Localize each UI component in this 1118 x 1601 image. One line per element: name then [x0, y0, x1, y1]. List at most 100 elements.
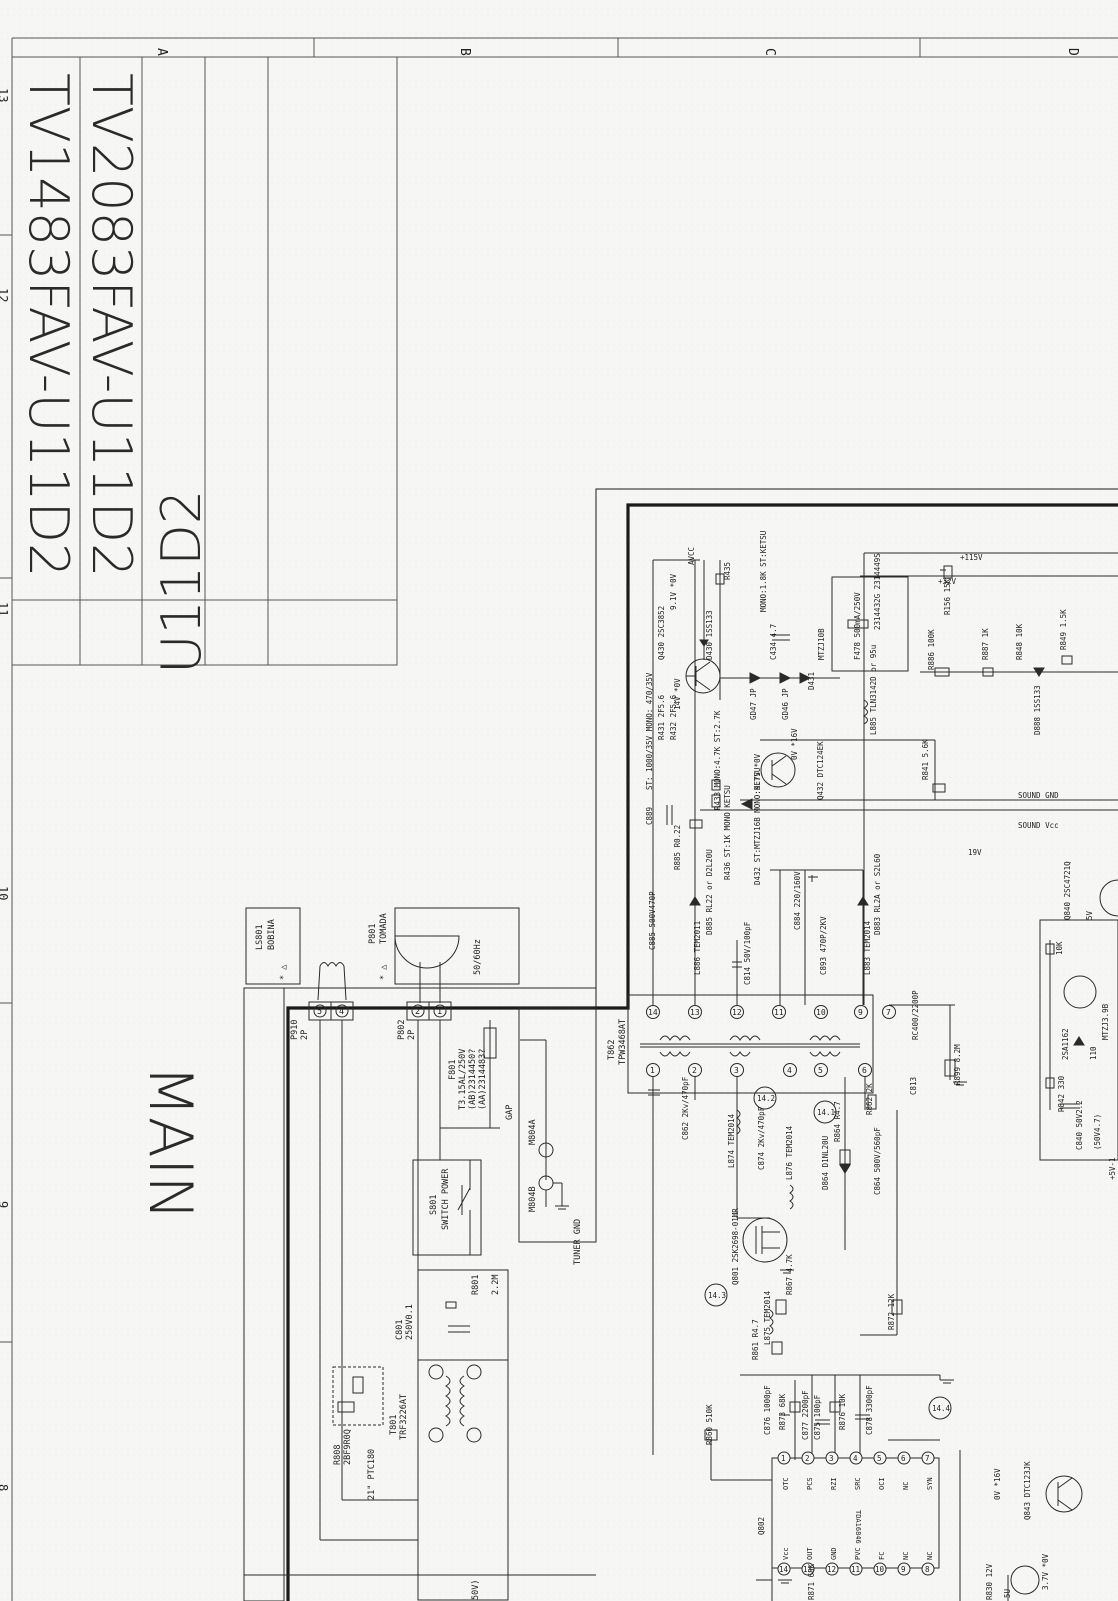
r887-label: R887 1K — [981, 628, 990, 660]
d883-label: D883 RL2A or S2L60 — [873, 853, 882, 935]
p801-mark: * △ — [379, 964, 389, 980]
ic-pin-2: 2 — [805, 1454, 810, 1463]
tuner-gnd-label: TUNER GND — [573, 1219, 583, 1265]
r801-value: 2.2M — [491, 1275, 501, 1295]
f801-alt2: (AA)2314483? — [478, 1049, 488, 1110]
row-13: 13 — [0, 88, 10, 102]
r432-label: R432 2F5.6 — [669, 694, 678, 740]
rc400-label: RC400/2200P — [911, 990, 920, 1040]
ic-pin-14: 14 — [779, 1565, 789, 1574]
q432-v: 0V *16V — [790, 728, 799, 760]
r808-part: 2BF9R0Q — [343, 1429, 353, 1465]
plus115-label: +115V — [960, 553, 983, 562]
section-title: MAIN — [135, 1065, 205, 1220]
v5-label: 5V — [1085, 910, 1094, 920]
r808-ref: R808 — [333, 1445, 343, 1465]
tp144-label: 14.4 — [932, 1404, 951, 1413]
primary-circuit — [243, 907, 597, 1601]
row-11: 11 — [0, 602, 10, 616]
r862-label: R862 2K — [865, 1083, 874, 1115]
r435-val: MONO:1.8K ST:KETSU — [759, 531, 768, 612]
q432-v2: 9.7V *0V — [753, 753, 762, 790]
t801-ref: T801 — [389, 1415, 399, 1435]
row-9: 9 — [0, 1201, 10, 1208]
ic-pin-13: 13 — [803, 1565, 812, 1574]
r876-label: R876 10K — [838, 1393, 847, 1430]
t862-pin-13: 13 — [690, 1008, 700, 1017]
ic-name-otc: OTC — [782, 1477, 790, 1490]
r849-label: R849 1.5K — [1059, 609, 1068, 650]
c864-label: C864 500V/560pF — [873, 1127, 882, 1195]
r842-label: R842 330 — [1057, 1075, 1066, 1112]
c434-label: C434 4.7 — [769, 624, 778, 660]
r431-label: R431 2F5.6 — [657, 694, 666, 740]
t862-pin-4: 4 — [787, 1066, 792, 1075]
r873-label: R873 68K — [778, 1393, 787, 1430]
r435-label: R435 — [723, 562, 732, 580]
t862-pin-11: 11 — [774, 1008, 784, 1017]
p910-ref: P910 — [290, 1020, 300, 1040]
l885-label: L885 TLN3142D or 95u — [869, 645, 878, 735]
f478-label: F478 500mA/250V — [853, 592, 862, 660]
p801-name: TOMADA — [379, 913, 389, 944]
t862-pin-10: 10 — [816, 1008, 826, 1017]
ic-pin-10: 10 — [875, 1565, 885, 1574]
zone-a: A — [154, 48, 169, 56]
c801-ref: C801 — [395, 1320, 405, 1340]
c878-label: C878 3300pF — [865, 1385, 874, 1435]
gd46-label: GD46 JP — [781, 688, 790, 720]
zone-b: B — [457, 48, 472, 56]
ic-pin-1: 1 — [781, 1454, 786, 1463]
ic-name-nc-b2: NC — [926, 1552, 934, 1560]
ic-pin-names: OTC PCS RZI SRC OCI NC SYN Vcc OUT GND P… — [782, 1477, 934, 1560]
row-10: 10 — [0, 886, 10, 900]
t862-transformer — [627, 994, 874, 1094]
c885-label: C885 500V470P — [648, 891, 657, 950]
c889-val: ST: 1000/35V MONO: 470/35V — [645, 672, 654, 790]
r801-ref: R801 — [471, 1275, 481, 1295]
tp142-label: 14.2 — [757, 1094, 775, 1103]
d888-label: D888 1SS133 — [1033, 685, 1042, 735]
mtz39-label: MTZJ3.9B — [1101, 1003, 1110, 1040]
c840-label: C840 50V2.2 — [1075, 1100, 1084, 1150]
c801-value: 250V0.1 — [405, 1304, 415, 1340]
d885-label: D885 RL22 or D2L20U — [705, 849, 714, 935]
ic-pin-7: 7 — [925, 1454, 930, 1463]
ic-part: TDA16846 — [854, 1510, 862, 1544]
switching-wiring — [648, 1077, 952, 1455]
ic-pins: 1 2 3 4 5 6 7 14 13 12 11 10 9 8 — [777, 1451, 935, 1576]
v19-label: 19V — [968, 848, 982, 857]
c884-label: C884 220/160V — [793, 871, 802, 930]
t862-bottom-pins: 1 2 3 4 5 6 — [646, 1063, 872, 1077]
q430-label: Q430 2SC3852 — [657, 606, 666, 660]
c889-ref: C889 — [645, 807, 654, 825]
r871-label: R871 68K — [807, 1563, 816, 1600]
c875-label: C875 100pF — [813, 1394, 822, 1440]
mains-freq: 50/60Hz — [473, 939, 483, 975]
ls801-label: LS801 — [255, 924, 265, 950]
q843-label: Q843 DTC123JK — [1023, 1461, 1032, 1520]
zone-c: C — [762, 48, 777, 56]
ic-pin-5: 5 — [877, 1454, 882, 1463]
v91-label: 9.1V *0V — [669, 573, 678, 610]
t862-pin-12: 12 — [732, 1008, 742, 1017]
m804b-label: M804B — [528, 1186, 538, 1212]
plus5-label: +5V-1 — [1108, 1157, 1117, 1180]
q2sa-label: 2SA1162 — [1061, 1028, 1070, 1060]
t862-pin-6: 6 — [862, 1066, 867, 1075]
plus32-label: +32V — [938, 577, 957, 586]
gap-label: GAP — [505, 1105, 515, 1120]
t862-labels: T862 TPW3468AT — [607, 1019, 628, 1065]
tp143-label: 14.3 — [708, 1291, 726, 1300]
ic-name-syn: SYN — [926, 1477, 934, 1490]
t862-ref: T862 — [607, 1040, 617, 1060]
t862-top-pins: 14 13 12 11 10 9 7 — [646, 1005, 896, 1019]
c814-label: C814 50V/100pF — [743, 921, 752, 985]
ic-pin-12: 12 — [827, 1565, 836, 1574]
ic-pin-4: 4 — [853, 1454, 858, 1463]
q843-v: 0V *16V — [993, 1468, 1002, 1500]
model-title-1: TV1483FAV-U11D2 — [17, 73, 80, 577]
p910-pin-a: 5 — [317, 1007, 322, 1017]
r864-label: R864 R4.7 — [833, 1101, 842, 1142]
